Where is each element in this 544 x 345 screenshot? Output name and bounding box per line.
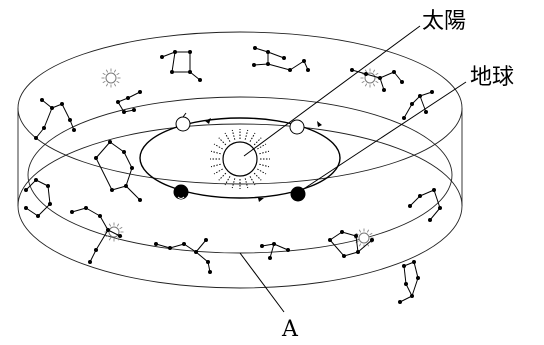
- sun-ray: [218, 137, 227, 146]
- sun-ray: [244, 129, 249, 140]
- sun-label: 太陽: [422, 9, 466, 34]
- constellation: [328, 230, 374, 258]
- sun-icon: [210, 129, 270, 189]
- sun-leader-line: [243, 25, 421, 157]
- sun-ray: [372, 69, 376, 73]
- sun-ray: [105, 83, 109, 87]
- sun-ray: [369, 232, 373, 236]
- sun-ray: [108, 223, 112, 227]
- sun-ray: [364, 69, 368, 73]
- earth-leader-line: [298, 81, 467, 193]
- sun-ray: [257, 168, 267, 175]
- earth-orbit: [139, 117, 341, 199]
- sun-ray: [366, 229, 370, 233]
- sun-ray: [375, 72, 379, 76]
- dim-sun-icon: [360, 68, 380, 88]
- sun-ray: [372, 83, 376, 87]
- constellation: [34, 98, 76, 140]
- earth-positions: [173, 112, 306, 202]
- sun-ray: [102, 80, 106, 84]
- sun-ray: [210, 150, 221, 155]
- sun-ray: [116, 72, 120, 76]
- constellation: [94, 140, 142, 202]
- sun-ray: [105, 69, 109, 73]
- sun-ray: [108, 237, 112, 241]
- sun-ray: [218, 172, 227, 181]
- constellation: [252, 46, 310, 72]
- sun-ray: [361, 80, 365, 84]
- sun-ray: [113, 83, 117, 87]
- constellation: [260, 242, 290, 260]
- constellation: [70, 206, 122, 264]
- constellation: [350, 68, 404, 92]
- sun-ray: [213, 143, 223, 150]
- sun-ray: [244, 178, 249, 189]
- sun-ray: [231, 178, 236, 189]
- a-label: A: [281, 317, 299, 342]
- earth-icon: [173, 184, 189, 200]
- sun-ray: [361, 72, 365, 76]
- constellation: [116, 90, 142, 114]
- sun-ray: [364, 83, 368, 87]
- constellation: [160, 50, 202, 82]
- sun-ray: [355, 232, 359, 236]
- sun-ray: [259, 150, 270, 155]
- orbit-arrows: [205, 118, 322, 202]
- sun-ray: [259, 163, 270, 168]
- a-leader-line: [239, 252, 285, 313]
- earth-icon: [175, 112, 191, 132]
- earth-icon: [289, 119, 305, 135]
- sun-ray: [105, 234, 109, 238]
- sun-ray: [116, 223, 120, 227]
- sun-ray: [116, 80, 120, 84]
- sun-ray: [224, 132, 231, 142]
- sun-ray: [358, 243, 362, 247]
- constellation: [24, 178, 52, 218]
- sun-ray: [119, 226, 123, 230]
- sun-ray: [375, 80, 379, 84]
- dim-sun-icon: [101, 68, 121, 88]
- constellation: [408, 188, 442, 222]
- sun-ray: [249, 132, 256, 142]
- sun-ray: [253, 172, 262, 181]
- constellation: [398, 260, 420, 304]
- sun-ray: [358, 229, 362, 233]
- sun-ray: [113, 69, 117, 73]
- zodiac-band: [17, 31, 463, 289]
- earth-label: 地球: [470, 65, 514, 90]
- sun-ray: [102, 72, 106, 76]
- sun-ray: [116, 237, 120, 241]
- sun-ray: [231, 129, 236, 140]
- sun-ray: [213, 168, 223, 175]
- constellation: [402, 90, 434, 120]
- dim-sun-icon: [104, 222, 124, 242]
- sun-ray: [210, 163, 221, 168]
- constellation: [154, 238, 212, 274]
